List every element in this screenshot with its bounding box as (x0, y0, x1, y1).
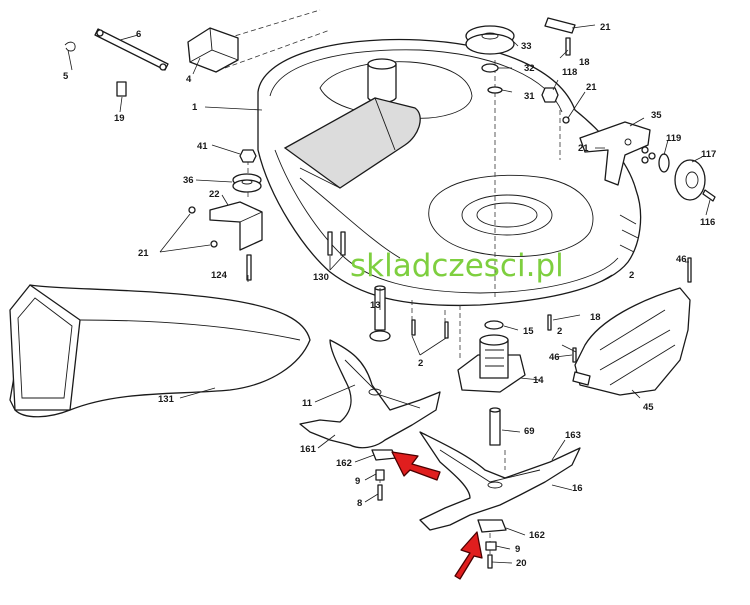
callout-label: 15 (523, 326, 534, 337)
callout-label: 69 (524, 426, 535, 437)
callout-label: 46 (676, 254, 687, 265)
red-arrow-lower (454, 531, 483, 580)
callout-label: 46 (549, 352, 560, 363)
callout-label: 11 (302, 398, 313, 409)
callout-label: 6 (136, 29, 141, 40)
callout-label: 161 (300, 444, 317, 455)
spindle-pulley-parts (465, 17, 576, 124)
callout-label: 162 (336, 458, 352, 469)
callout-label: 36 (183, 175, 194, 186)
callout-label: 2 (418, 358, 423, 369)
callout-label: 41 (197, 141, 208, 152)
callout-label: 116 (700, 217, 715, 228)
callout-label: 124 (211, 270, 228, 281)
callout-label: 119 (666, 133, 681, 144)
discharge-chute (9, 284, 311, 418)
idler-pulley-parts (188, 149, 346, 281)
callout-label: 33 (521, 41, 532, 52)
callout-label: 35 (651, 110, 662, 121)
callout-label: 163 (565, 430, 581, 441)
callout-label: 22 (209, 189, 220, 200)
callout-label: 32 (524, 63, 535, 74)
callout-label: 162 (529, 530, 545, 541)
callout-label: 45 (643, 402, 654, 413)
red-arrow-upper (391, 451, 441, 481)
highlight-arrows (391, 451, 483, 580)
callout-label: 8 (357, 498, 362, 509)
lift-rod-assembly (64, 27, 239, 97)
callout-label: 1 (192, 102, 198, 113)
callout-label: 5 (63, 71, 69, 82)
right-blade-assembly (419, 431, 581, 569)
callout-label: 9 (355, 476, 360, 487)
callout-label: 20 (516, 558, 527, 569)
callout-label: 130 (313, 272, 329, 283)
callout-label: 131 (158, 394, 175, 405)
callout-label: 16 (572, 483, 583, 494)
callout-label: 21 (578, 143, 589, 154)
callout-label: 2 (629, 270, 634, 281)
callout-label: 2 (557, 326, 562, 337)
callout-labels: 6 5 4 19 1 41 36 22 21 124 130 131 13 2 … (63, 22, 716, 569)
callout-label: 18 (590, 312, 601, 323)
callout-label: 18 (579, 57, 590, 68)
callout-label: 21 (600, 22, 611, 33)
watermark-text: skladczesci.pl (350, 248, 564, 284)
callout-label: 21 (138, 248, 149, 259)
callout-label: 13 (370, 300, 381, 311)
callout-label: 4 (186, 74, 192, 85)
mower-deck-housing (257, 38, 642, 307)
belt-guide-bracket (579, 121, 716, 202)
callout-label: 14 (533, 375, 544, 386)
belt-cover (572, 257, 692, 396)
callout-leaders (67, 24, 711, 564)
callout-label: 31 (524, 91, 535, 102)
callout-label: 19 (114, 113, 125, 124)
callout-label: 117 (701, 149, 716, 160)
callout-label: 9 (515, 544, 520, 555)
callout-label: 118 (562, 67, 577, 78)
callout-label: 21 (586, 82, 597, 93)
